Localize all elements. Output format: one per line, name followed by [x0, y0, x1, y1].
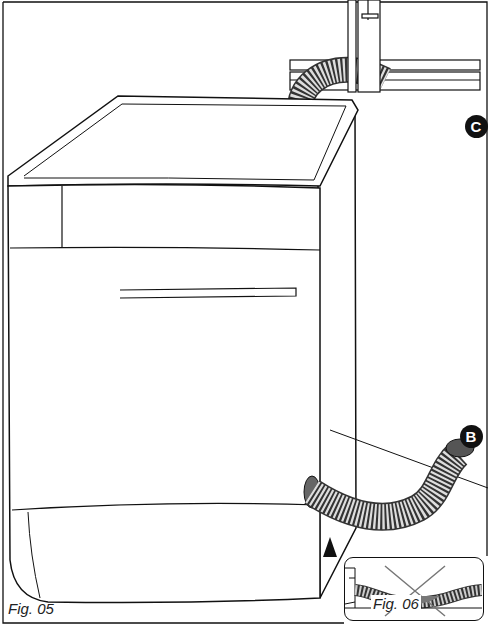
figure-label: Fig. 05: [8, 600, 54, 617]
callout-text: B: [466, 428, 477, 445]
callout-text: C: [471, 118, 482, 135]
callout-letter: C: [465, 115, 488, 138]
callout-letter: B: [460, 425, 483, 448]
figure-label: Fig. 06: [371, 595, 421, 612]
detail-inset: Fig. 06: [344, 557, 484, 621]
